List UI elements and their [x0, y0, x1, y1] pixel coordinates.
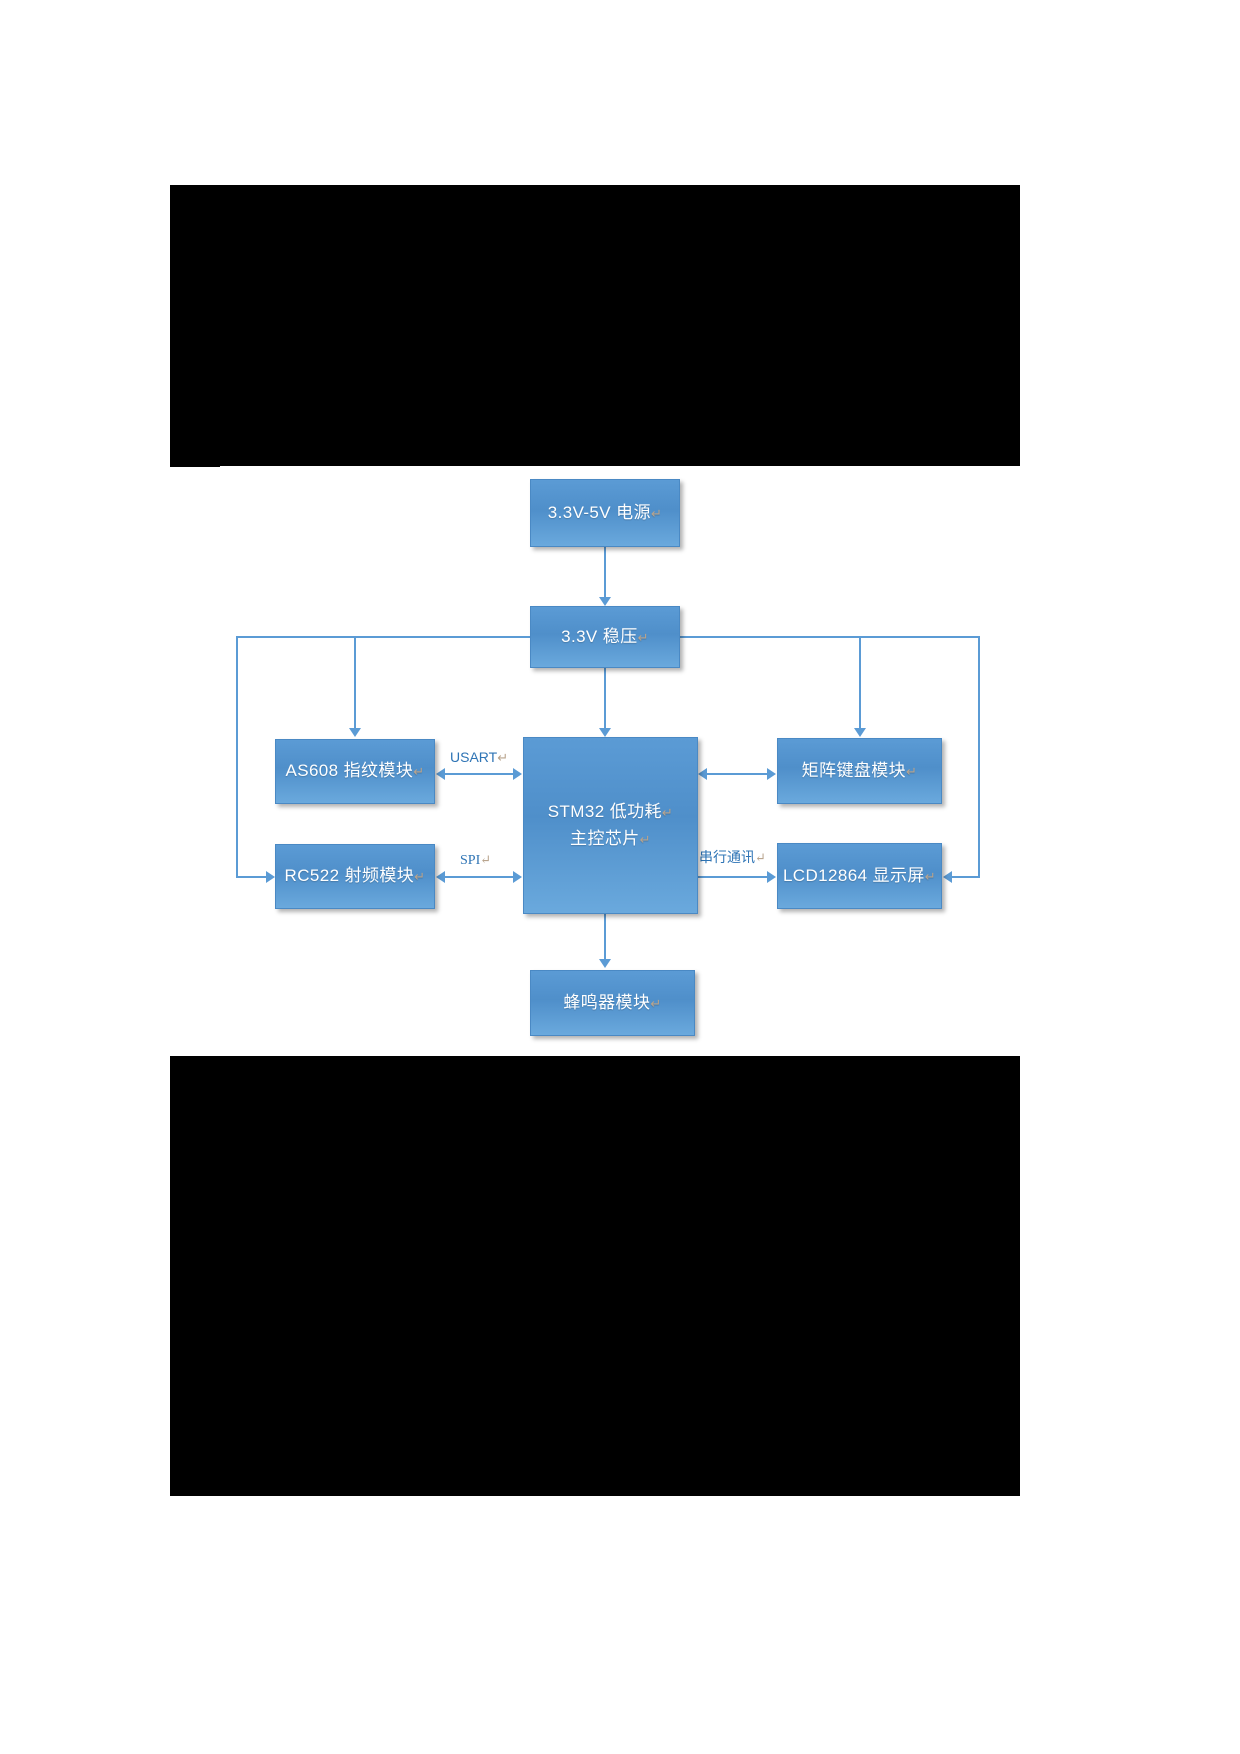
wire-bus-to-keypad	[859, 636, 861, 730]
pilcrow-rc522: ↵	[414, 869, 426, 885]
arrowhead-bus-to-rc522	[266, 871, 275, 883]
wire-bus-right-to-lcd	[952, 876, 980, 878]
node-as608-label: AS608 指纹模块	[285, 761, 414, 781]
arrowhead-spi-to-mcu	[513, 871, 522, 883]
wire-bus-left-drop	[236, 636, 238, 878]
node-stm32-mcu[interactable]: STM32 低功耗↵ 主控芯片↵	[523, 737, 698, 914]
bottom-black-band	[170, 1056, 1020, 1496]
pilcrow-keypad: ↵	[906, 763, 918, 779]
pilcrow-lcd: ↵	[924, 868, 937, 884]
node-power-supply-label: 3.3V-5V 电源	[547, 502, 651, 522]
node-buzzer-line-1: 蜂鸣器模块↵	[563, 990, 661, 1016]
arrowhead-bus-to-mcu	[599, 728, 611, 737]
wire-bus-right-drop	[978, 636, 980, 878]
pilcrow-buzzer: ↵	[650, 995, 662, 1011]
arrowhead-keypad-to-mcu	[698, 768, 707, 780]
arrowhead-mcu-to-keypad	[767, 768, 776, 780]
node-rc522-rfid[interactable]: RC522 射频模块↵	[275, 844, 435, 909]
node-regulator-label: 3.3V 稳压	[561, 626, 638, 646]
pilcrow-stm32-1: ↵	[661, 805, 674, 821]
node-lcd12864-display[interactable]: LCD12864 显示屏↵	[777, 843, 942, 909]
node-regulator[interactable]: 3.3V 稳压↵	[530, 606, 680, 668]
node-stm32-line-1: STM32 低功耗↵	[548, 799, 673, 825]
node-keypad-label: 矩阵键盘模块	[801, 760, 907, 780]
wire-reg-bus-left	[236, 636, 532, 638]
wire-bus-to-mcu	[604, 668, 606, 730]
node-rc522-label: RC522 射频模块	[284, 866, 415, 886]
wire-as608-mcu	[444, 773, 514, 775]
top-black-band	[170, 185, 1020, 467]
arrowhead-bus-to-lcd	[943, 871, 952, 883]
node-as608-line-1: AS608 指纹模块↵	[285, 758, 424, 784]
node-lcd-line-1: LCD12864 显示屏↵	[783, 863, 936, 889]
node-as608-fingerprint[interactable]: AS608 指纹模块↵	[275, 739, 435, 804]
pilcrow-reg: ↵	[637, 629, 649, 645]
node-matrix-keypad[interactable]: 矩阵键盘模块↵	[777, 738, 942, 804]
pilcrow-as608: ↵	[413, 764, 425, 780]
node-buzzer-label: 蜂鸣器模块	[563, 992, 651, 1012]
edge-label-usart-text: USART	[450, 749, 498, 765]
pilcrow-stm32-2: ↵	[639, 831, 651, 847]
edge-label-serial-text: 串行通讯	[699, 851, 755, 866]
pilcrow-serial: ↵	[755, 850, 766, 865]
node-keypad-line-1: 矩阵键盘模块↵	[802, 758, 918, 784]
arrowhead-spi-to-rc522	[436, 871, 445, 883]
wire-mcu-keypad	[707, 773, 769, 775]
wire-power-to-reg	[604, 547, 606, 599]
arrowhead-power-to-reg	[599, 597, 611, 606]
arrowhead-usart-to-as608	[436, 768, 445, 780]
wire-mcu-buzzer	[604, 914, 606, 962]
node-rc522-line-1: RC522 射频模块↵	[285, 863, 426, 889]
pilcrow-spi: ↵	[480, 852, 492, 867]
node-stm32-label-line1: STM32 低功耗	[547, 802, 662, 822]
edge-label-usart: USART↵	[450, 749, 508, 766]
diagram-canvas: USART↵ SPI↵ 串行通讯↵ 3.3V-5V 电源↵	[220, 466, 1020, 1056]
node-regulator-line-1: 3.3V 稳压↵	[561, 624, 649, 650]
node-buzzer[interactable]: 蜂鸣器模块↵	[530, 970, 695, 1036]
wire-bus-left-to-rc522	[236, 876, 269, 878]
edge-label-spi: SPI↵	[460, 852, 491, 869]
wire-bus-to-as608	[354, 636, 356, 730]
node-stm32-line-2: 主控芯片↵	[570, 826, 651, 852]
node-power-supply[interactable]: 3.3V-5V 电源↵	[530, 479, 680, 547]
pilcrow-usart: ↵	[497, 750, 509, 765]
arrowhead-usart-to-mcu	[513, 768, 522, 780]
wire-reg-bus-right	[678, 636, 980, 638]
node-stm32-label-line2: 主控芯片	[570, 828, 640, 848]
edge-label-spi-text: SPI	[460, 853, 481, 868]
node-lcd-label: LCD12864 显示屏	[782, 865, 925, 885]
arrowhead-bus-to-keypad	[854, 728, 866, 737]
edge-label-serial: 串行通讯↵	[699, 847, 766, 867]
node-power-supply-line-1: 3.3V-5V 电源↵	[548, 500, 663, 526]
wire-mcu-lcd	[698, 876, 769, 878]
wire-rc522-mcu	[444, 876, 514, 878]
arrowhead-mcu-to-buzzer	[599, 959, 611, 968]
arrowhead-mcu-to-lcd	[767, 871, 776, 883]
arrowhead-bus-to-as608	[349, 728, 361, 737]
pilcrow-power: ↵	[650, 505, 663, 521]
